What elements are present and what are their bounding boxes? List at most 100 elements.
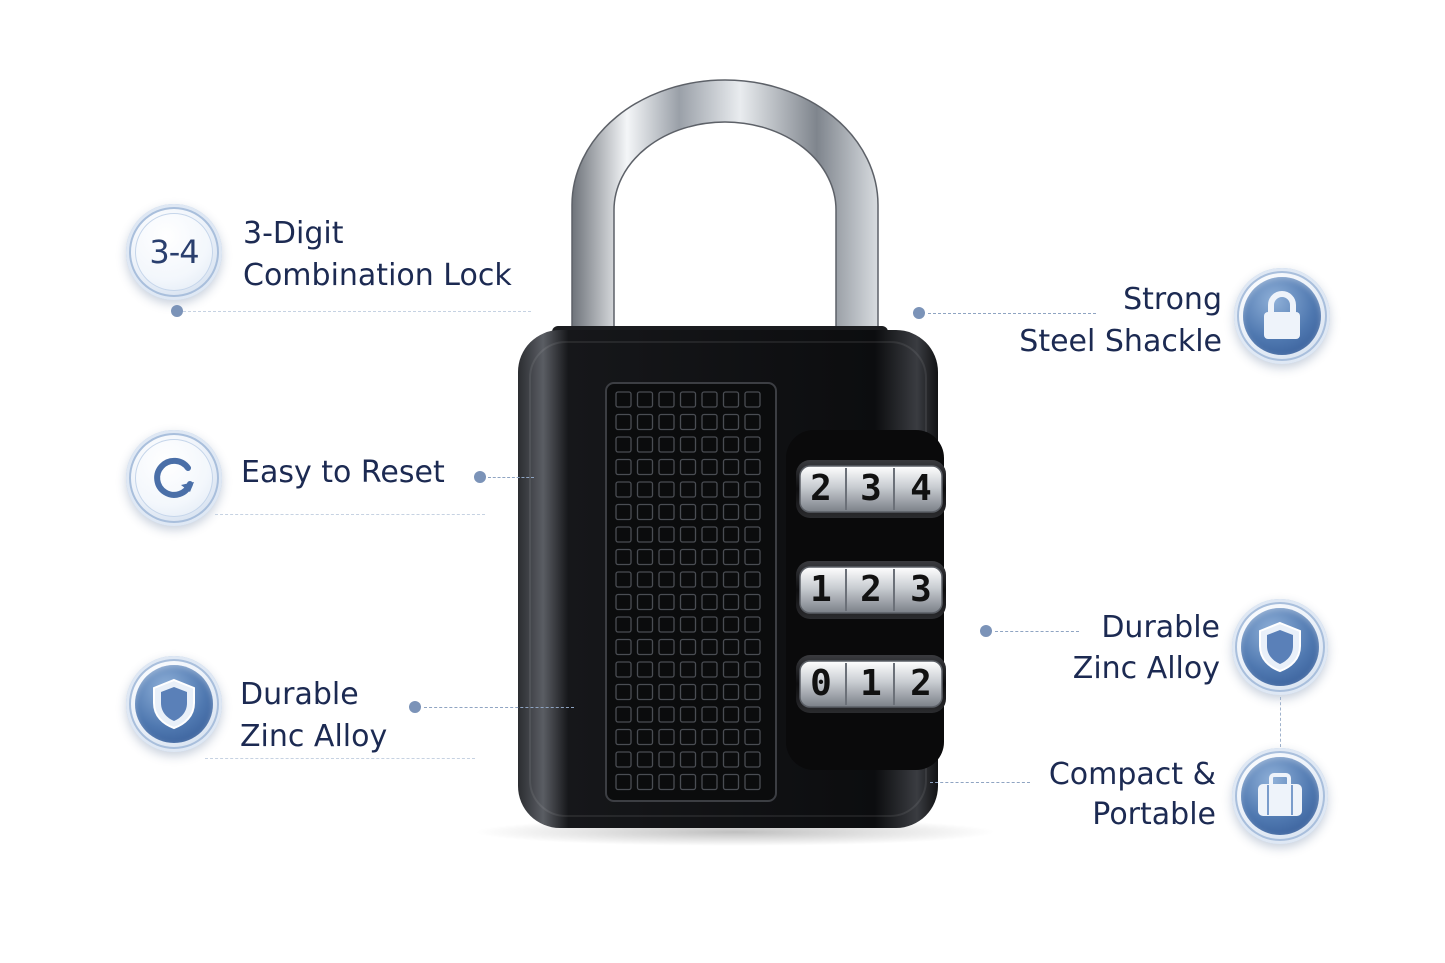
zinc-right-line1: Durable: [1101, 610, 1220, 645]
grip-square: [658, 661, 675, 678]
dial-row-2[interactable]: 1 2 3: [796, 561, 946, 619]
grip-square: [722, 526, 740, 543]
grip-square: [744, 458, 761, 476]
grip-square: [679, 526, 697, 543]
grip-square: [701, 458, 718, 476]
grip-square: [701, 638, 718, 656]
grip-square: [658, 503, 675, 521]
grip-square: [744, 706, 761, 723]
grip-square: [744, 728, 761, 746]
grip-square: [744, 616, 761, 633]
shield-icon: [153, 678, 195, 730]
grip-square: [658, 773, 675, 791]
steel-shackle: [571, 79, 879, 346]
grip-square: [636, 751, 654, 768]
grip-square: [744, 683, 761, 701]
grip-square: [658, 391, 675, 408]
leader-line: [995, 631, 1079, 632]
grip-square: [701, 616, 718, 633]
leader-dot: [171, 305, 183, 317]
grip-square: [679, 728, 697, 746]
grip-square: [701, 593, 718, 611]
zinc-left-line2: Zinc Alloy: [240, 719, 388, 754]
grip-square: [722, 616, 740, 633]
grip-square: [658, 616, 675, 633]
grip-square: [722, 751, 740, 768]
grip-square: [636, 413, 654, 431]
grip-square: [658, 458, 675, 476]
dial-digit: 3: [910, 569, 932, 610]
grip-square: [744, 773, 761, 791]
grip-square: [679, 413, 697, 431]
grip-square: [722, 661, 740, 678]
zinc-left-badge: [126, 656, 222, 752]
grip-square: [701, 481, 718, 498]
grip-square: [701, 413, 718, 431]
dial-row-1[interactable]: 2 3 4: [796, 460, 946, 518]
shackle-line2: Steel Shackle: [1019, 324, 1222, 359]
dial-digit: 4: [910, 468, 932, 509]
grip-square: [636, 548, 654, 566]
grip-square: [744, 436, 761, 453]
grip-square: [615, 751, 632, 768]
dial-wheel: [796, 655, 946, 713]
grip-square: [615, 503, 632, 521]
grip-square: [679, 616, 697, 633]
grip-square: [722, 391, 740, 408]
leader-line: [215, 514, 485, 515]
reset-label: Easy to Reset: [241, 452, 445, 494]
grip-square: [744, 751, 761, 768]
grip-square: [636, 571, 654, 588]
combination-label: 3-Digit Combination Lock: [243, 213, 512, 297]
grip-square: [679, 661, 697, 678]
grip-square: [636, 526, 654, 543]
leader-dot: [409, 701, 421, 713]
grip-square: [701, 436, 718, 453]
grip-square: [615, 773, 632, 791]
grip-square: [615, 638, 632, 656]
grip-square: [658, 593, 675, 611]
grip-square: [679, 706, 697, 723]
shield-icon: [1259, 621, 1301, 673]
grip-square: [636, 391, 654, 408]
grip-square: [679, 391, 697, 408]
portable-badge: [1232, 748, 1328, 844]
grip-square: [722, 683, 740, 701]
dial-wheel: [796, 561, 946, 619]
grip-square: [679, 593, 697, 611]
grip-square: [615, 481, 632, 498]
grip-square: [658, 683, 675, 701]
grip-square: [701, 503, 718, 521]
grip-square: [679, 436, 697, 453]
portable-line1: Compact &: [1048, 757, 1216, 792]
badge-number: 3-4: [149, 233, 199, 271]
grip-square: [679, 751, 697, 768]
leader-line: [205, 758, 475, 759]
grip-square: [658, 481, 675, 498]
dial-digit: 1: [810, 569, 832, 610]
grip-square: [722, 458, 740, 476]
grip-square: [744, 571, 761, 588]
grip-square: [636, 773, 654, 791]
grip-square: [636, 616, 654, 633]
grip-square: [658, 728, 675, 746]
grip-square: [744, 481, 761, 498]
grip-square: [636, 436, 654, 453]
grip-square: [701, 391, 718, 408]
grip-square: [615, 683, 632, 701]
grip-square: [744, 548, 761, 566]
grip-square: [615, 728, 632, 746]
grip-square: [722, 571, 740, 588]
combination-line2: Combination Lock: [243, 258, 512, 293]
grip-square: [636, 661, 654, 678]
grip-square: [615, 661, 632, 678]
reset-badge: [126, 430, 222, 526]
leader-line: [183, 311, 531, 312]
leader-line: [928, 313, 1096, 314]
grip-square: [615, 706, 632, 723]
grip-square: [615, 413, 632, 431]
grip-square: [615, 548, 632, 566]
grip-square: [679, 481, 697, 498]
zinc-left-line1: Durable: [240, 677, 359, 712]
dial-row-3[interactable]: 0 1 2: [796, 655, 946, 713]
